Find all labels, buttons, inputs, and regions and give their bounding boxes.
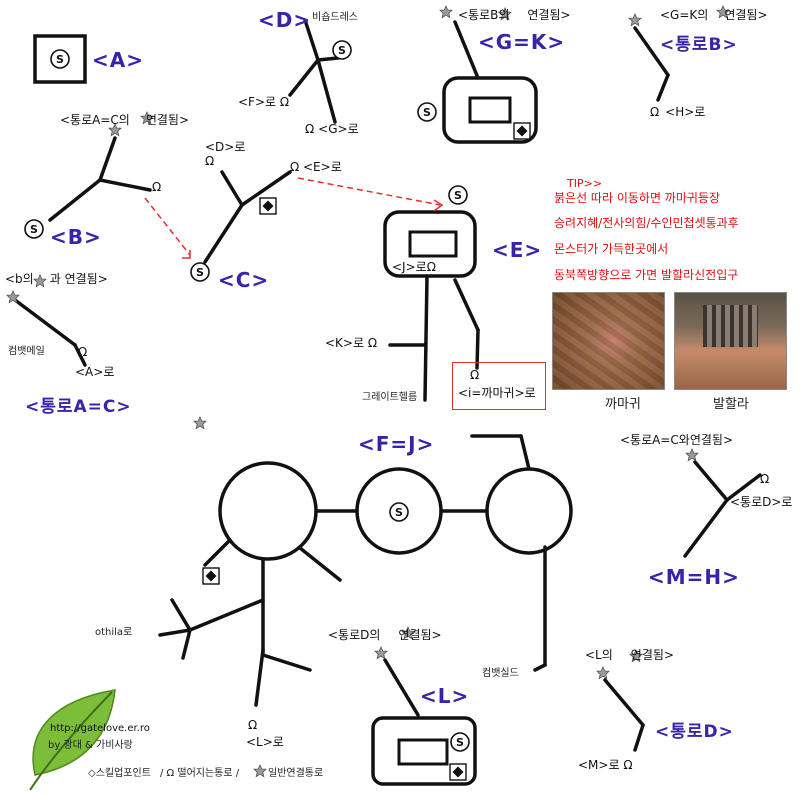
node-d-label: <D>	[258, 8, 312, 32]
s-icon	[24, 219, 44, 239]
skill-point-icon	[259, 197, 277, 215]
label-mh-omega: Ω	[760, 472, 770, 486]
red-path-b-c	[144, 197, 191, 256]
label-compact-shield: 컴뱃실드	[482, 668, 519, 679]
star-icon	[596, 666, 610, 679]
label-compact-mail: 컴뱃메일	[8, 346, 45, 357]
star-icon	[193, 416, 207, 430]
star-icon	[685, 448, 699, 462]
s-icon	[332, 40, 352, 60]
star-icon	[439, 5, 453, 19]
footer-site: http://gatelove.er.ro	[50, 723, 150, 734]
crow-route-box	[452, 362, 546, 410]
s-icon	[389, 502, 409, 522]
valhalla-caption: 발할라	[713, 397, 749, 412]
s-icon	[50, 49, 70, 69]
label-h-ro: Ω<H>로	[650, 105, 706, 119]
skill-point-icon	[202, 567, 220, 585]
crow-screenshot	[552, 292, 665, 390]
node-fj-label: <F=J>	[358, 432, 435, 456]
footer-legend-drop: / Ω 떨어지는통로 /	[160, 768, 240, 779]
label-bishop-dress: 비숍드레스	[312, 12, 358, 23]
label-a-ro: <A>로	[75, 365, 115, 379]
label-e-ro: Ω <E>로	[290, 160, 342, 174]
label-a-omega: Ω	[78, 345, 88, 359]
leaf-logo	[29, 689, 116, 791]
node-a-box	[33, 34, 87, 84]
label-g-ro: Ω<G>로	[305, 122, 359, 136]
label-m-ro: <M>로 Ω	[578, 758, 633, 772]
star-icon	[253, 764, 267, 777]
label-f-ro: <F>로 Ω	[238, 95, 290, 109]
crow-caption: 까마귀	[605, 397, 641, 412]
red-path-e	[297, 177, 441, 206]
tip-line-1: 붉은선 따라 이동하면 까마귀등장	[554, 191, 721, 205]
footer-legend-normal: 일반연결통로	[268, 768, 324, 779]
label-d-ro2: <통로D>로	[730, 495, 793, 509]
footer-legend-skill: ◇스킬업포인트	[88, 768, 151, 779]
label-othila: othila로	[95, 627, 133, 638]
route-d-label: <통로D>	[655, 722, 734, 742]
label-j-ro: <J>로Ω	[392, 260, 436, 274]
label-b-omega: Ω	[152, 180, 162, 194]
star-icon	[628, 13, 642, 27]
node-mh-label: <M=H>	[648, 565, 740, 589]
route-ac-label: <통로A=C>	[25, 397, 132, 417]
tip-line-3: 몬스터가 가득한곳에서	[554, 242, 669, 256]
node-c-label: <C>	[218, 268, 270, 292]
s-icon	[448, 185, 468, 205]
label-l-omega: Ω	[248, 718, 258, 732]
node-l-label: <L>	[420, 684, 470, 708]
s-icon	[190, 262, 210, 282]
tip-line-4: 동북쪽방향으로 가면 발할라신전입구	[554, 268, 739, 282]
s-icon	[450, 732, 470, 752]
star-icon	[374, 646, 388, 659]
s-icon	[417, 102, 437, 122]
label-great-helm: 그레이트헬름	[362, 392, 418, 403]
skill-point-icon	[449, 763, 467, 781]
footer-by: by 광대 & 가비사랑	[48, 740, 133, 751]
label-k-ro: <K>로 Ω	[325, 336, 378, 350]
tip-line-2: 승려지혜/전사의힘/수인민첩셋통과후	[554, 216, 739, 230]
route-b-label: <통로B>	[660, 35, 738, 55]
node-a-label: <A>	[92, 48, 144, 72]
label-mh-top: <통로A=C와연결됨>	[620, 433, 733, 447]
node-e-label: <E>	[492, 238, 543, 262]
node-b-label: <B>	[50, 225, 102, 249]
tip-title: TIP>>	[567, 177, 603, 190]
label-l-ro: <L>로	[246, 735, 284, 749]
label-i-omega: Ω	[470, 368, 480, 382]
valhalla-screenshot	[674, 292, 787, 390]
skill-point-icon	[513, 122, 531, 140]
label-i-ro: <i=까마귀>로	[458, 386, 536, 400]
node-gk-label: <G=K>	[478, 30, 566, 54]
